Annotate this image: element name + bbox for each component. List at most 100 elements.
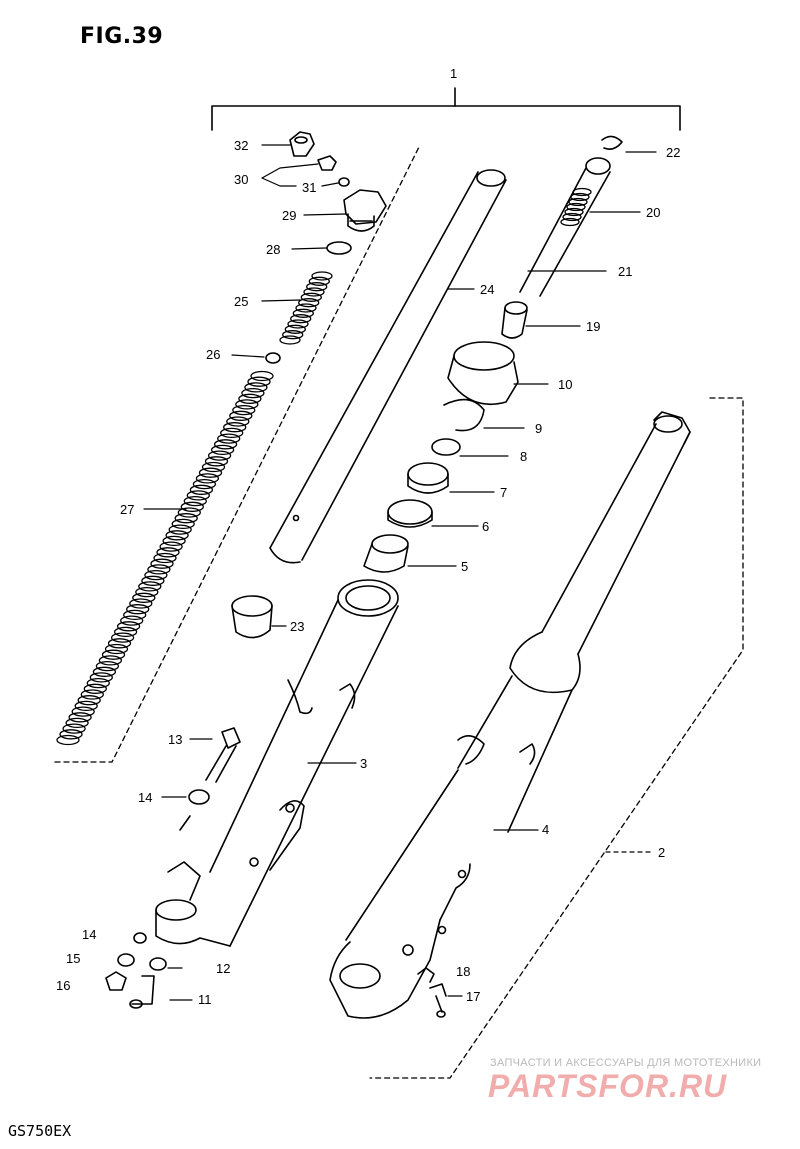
spring-coil — [232, 404, 256, 416]
spring-coil — [300, 292, 322, 302]
part-19-rebound-piece — [501, 301, 528, 339]
spring-coil — [144, 569, 168, 581]
spring-coil — [95, 660, 120, 672]
callout-17: 17 — [466, 989, 481, 1004]
spring-coil — [56, 734, 80, 746]
callout-8: 8 — [520, 449, 528, 464]
spring-coil — [177, 507, 201, 518]
callout-31: 31 — [302, 180, 317, 195]
spring-coil — [153, 552, 177, 564]
part-16-nut — [105, 971, 127, 991]
spring-coil — [250, 370, 274, 382]
part-26-washer — [265, 352, 281, 364]
spring-coil — [287, 319, 309, 329]
part-12-washer — [149, 957, 167, 971]
spring-coil — [86, 677, 110, 689]
spring-coil — [141, 575, 165, 586]
callout-14-lower: 14 — [82, 927, 97, 942]
spring-coil — [74, 700, 98, 712]
callout-27: 27 — [120, 502, 135, 517]
spring-coil — [298, 298, 320, 308]
spring-coil — [229, 410, 253, 421]
spring-coil — [162, 535, 186, 547]
callout-15: 15 — [66, 951, 81, 966]
spring-coil — [186, 490, 210, 501]
part-3-outer-tube — [155, 579, 399, 947]
spring-coil — [62, 723, 86, 734]
callout-7: 7 — [500, 485, 508, 500]
callout-20: 20 — [646, 205, 661, 220]
spring-coil — [104, 643, 129, 655]
part-21-piston-rod — [519, 157, 611, 297]
watermark-caption: ЗАПЧАСТИ И АКСЕССУАРЫ ДЛЯ МОТОТЕХНИКИ — [490, 1057, 762, 1069]
spring-coil — [308, 276, 330, 286]
figure-title: FIG.39 — [80, 24, 164, 49]
callout-25: 25 — [234, 294, 249, 309]
spring-coil — [116, 621, 141, 632]
spring-coil — [247, 376, 271, 387]
part-7-oil-seal — [407, 462, 449, 494]
spring-coil — [89, 672, 113, 683]
part-27-fork-spring — [56, 370, 274, 746]
callout-12: 12 — [216, 961, 231, 976]
spring-coil — [282, 330, 304, 340]
callout-2: 2 — [658, 845, 666, 860]
spring-coil — [279, 335, 301, 345]
spring-coil — [204, 456, 229, 467]
spring-coil — [195, 473, 220, 484]
spring-coil — [65, 717, 89, 729]
part-22-clip — [601, 135, 623, 150]
spring-coil — [147, 564, 171, 575]
spring-coil — [138, 581, 162, 592]
spring-coil — [174, 513, 198, 524]
callout-18: 18 — [456, 964, 471, 979]
spring-coil — [80, 689, 104, 700]
part-14-washer-upper — [188, 789, 210, 805]
callout-26: 26 — [206, 347, 221, 362]
part-5-guide-bushing — [363, 534, 409, 573]
callout-3: 3 — [360, 756, 368, 771]
spring-coil — [566, 202, 586, 212]
spring-coil — [292, 308, 314, 318]
callout-22: 22 — [666, 145, 681, 160]
part-32-bolt — [289, 131, 315, 157]
part-17-bolt — [429, 983, 447, 1018]
part-24-damper-rod — [269, 169, 507, 564]
spring-coil — [564, 207, 584, 217]
spring-coil — [83, 683, 107, 694]
spring-coil — [129, 598, 153, 609]
spring-coil — [235, 399, 259, 410]
callout-30: 30 — [234, 172, 249, 187]
leader-line — [179, 815, 191, 831]
callout-24: 24 — [480, 282, 495, 297]
spring-coil — [562, 212, 582, 222]
callout-9: 9 — [535, 421, 543, 436]
spring-coil — [560, 217, 580, 227]
spring-coil — [113, 626, 138, 638]
part-25-spacer-spring — [279, 271, 333, 345]
spring-coil — [284, 324, 306, 334]
spring-coil — [107, 638, 132, 649]
callout-28: 28 — [266, 242, 281, 257]
part-9-circlip — [443, 398, 485, 432]
spring-coil — [168, 524, 192, 535]
spring-coil — [207, 450, 232, 461]
spring-coil — [123, 609, 147, 621]
spring-coil — [311, 271, 333, 281]
callout-10: 10 — [558, 377, 573, 392]
spring-coil — [101, 649, 126, 660]
spring-coil — [189, 484, 214, 495]
part-4-outer-tube — [329, 411, 691, 1019]
spring-coil — [295, 303, 317, 313]
spring-coil — [244, 382, 268, 393]
spring-coil — [183, 495, 207, 507]
callout-13: 13 — [168, 732, 183, 747]
spring-coil — [171, 518, 195, 530]
spring-coil — [59, 729, 83, 740]
part-6-washer — [387, 499, 433, 528]
spring-coil — [132, 592, 156, 603]
part-31-screw — [317, 155, 350, 187]
spring-coil — [210, 444, 235, 456]
spring-coil — [198, 467, 223, 478]
